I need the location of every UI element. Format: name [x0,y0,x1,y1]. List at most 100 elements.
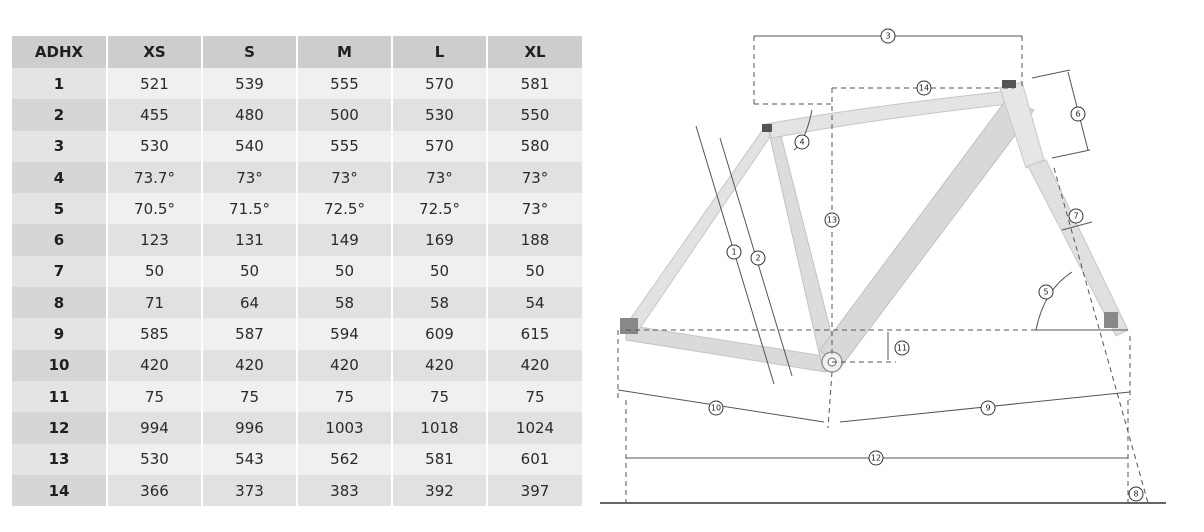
table-cell: 73.7° [107,161,203,194]
header-size-l: L [392,36,488,68]
table-cell: 420 [297,349,393,381]
row-label: 1 [12,68,108,100]
table-cell: 123 [107,224,203,256]
row-label: 10 [12,349,108,381]
table-cell: 609 [392,318,488,350]
table-cell: 539 [202,68,298,100]
row-label: 8 [12,287,108,319]
table-cell: 50 [487,255,582,288]
table-cell: 383 [297,474,393,507]
table-cell: 71 [107,287,203,319]
table-cell: 73° [487,161,582,194]
svg-text:1: 1 [731,248,736,257]
marker-12: 12 [868,450,884,466]
marker-2: 2 [750,250,766,266]
table-cell: 73° [392,161,488,194]
marker-8: 8 [1128,486,1144,502]
svg-text:14: 14 [919,84,929,93]
marker-1: 1 [726,244,742,260]
table-header-row: ADHX XS S M L XL [12,36,582,68]
table-cell: 50 [107,255,203,288]
table-cell: 420 [107,349,203,381]
table-cell: 75 [392,380,488,413]
table-cell: 562 [297,443,393,475]
table-cell: 188 [487,224,582,256]
svg-text:4: 4 [799,138,804,147]
table-cell: 392 [392,474,488,507]
svg-text:13: 13 [827,216,837,225]
table-cell: 75 [297,380,393,413]
table-cell: 570 [392,130,488,162]
row-label: 3 [12,130,108,162]
svg-text:5: 5 [1043,288,1048,297]
row-label: 12 [12,412,108,444]
marker-6: 6 [1070,106,1086,122]
table-cell: 58 [392,287,488,319]
row-label: 4 [12,161,108,194]
marker-11: 11 [894,340,910,356]
marker-5: 5 [1038,284,1054,300]
row-label: 14 [12,474,108,507]
row-label: 2 [12,99,108,131]
svg-text:10: 10 [711,404,721,413]
table-cell: 555 [297,130,393,162]
table-cell: 58 [297,287,393,319]
marker-10: 10 [708,400,724,416]
bike-frame-illustration [620,80,1129,373]
svg-text:6: 6 [1075,110,1080,119]
table-cell: 50 [297,255,393,288]
marker-4: 4 [794,134,810,150]
table-cell: 580 [487,130,582,162]
table-cell: 73° [297,161,393,194]
table-cell: 615 [487,318,582,350]
svg-text:12: 12 [871,454,881,463]
table-cell: 581 [392,443,488,475]
table-cell: 169 [392,224,488,256]
table-cell: 71.5° [202,193,298,225]
table-cell: 50 [202,255,298,288]
table-cell: 585 [107,318,203,350]
table-cell: 73° [487,193,582,225]
table-cell: 594 [297,318,393,350]
marker-7: 7 [1068,208,1084,224]
header-size-label: ADHX [12,36,108,68]
table-cell: 530 [392,99,488,131]
row-label: 5 [12,193,108,225]
table-cell: 149 [297,224,393,256]
table-cell: 543 [202,443,298,475]
table-cell: 530 [107,130,203,162]
table-cell: 550 [487,99,582,131]
row-label: 13 [12,443,108,475]
table-cell: 397 [487,474,582,507]
table-cell: 70.5° [107,193,203,225]
table-cell: 75 [107,380,203,413]
table-cell: 994 [107,412,203,444]
table-cell: 366 [107,474,203,507]
table-cell: 75 [487,380,582,413]
table-cell: 420 [202,349,298,381]
svg-text:8: 8 [1133,490,1138,499]
table-cell: 521 [107,68,203,100]
table-cell: 540 [202,130,298,162]
table-cell: 1018 [392,412,488,444]
table-cell: 131 [202,224,298,256]
table-cell: 54 [487,287,582,319]
row-label: 9 [12,318,108,350]
row-label: 7 [12,255,108,288]
table-cell: 1024 [487,412,582,444]
table-cell: 1003 [297,412,393,444]
table-cell: 570 [392,68,488,100]
svg-text:9: 9 [985,404,990,413]
header-size-m: M [297,36,393,68]
